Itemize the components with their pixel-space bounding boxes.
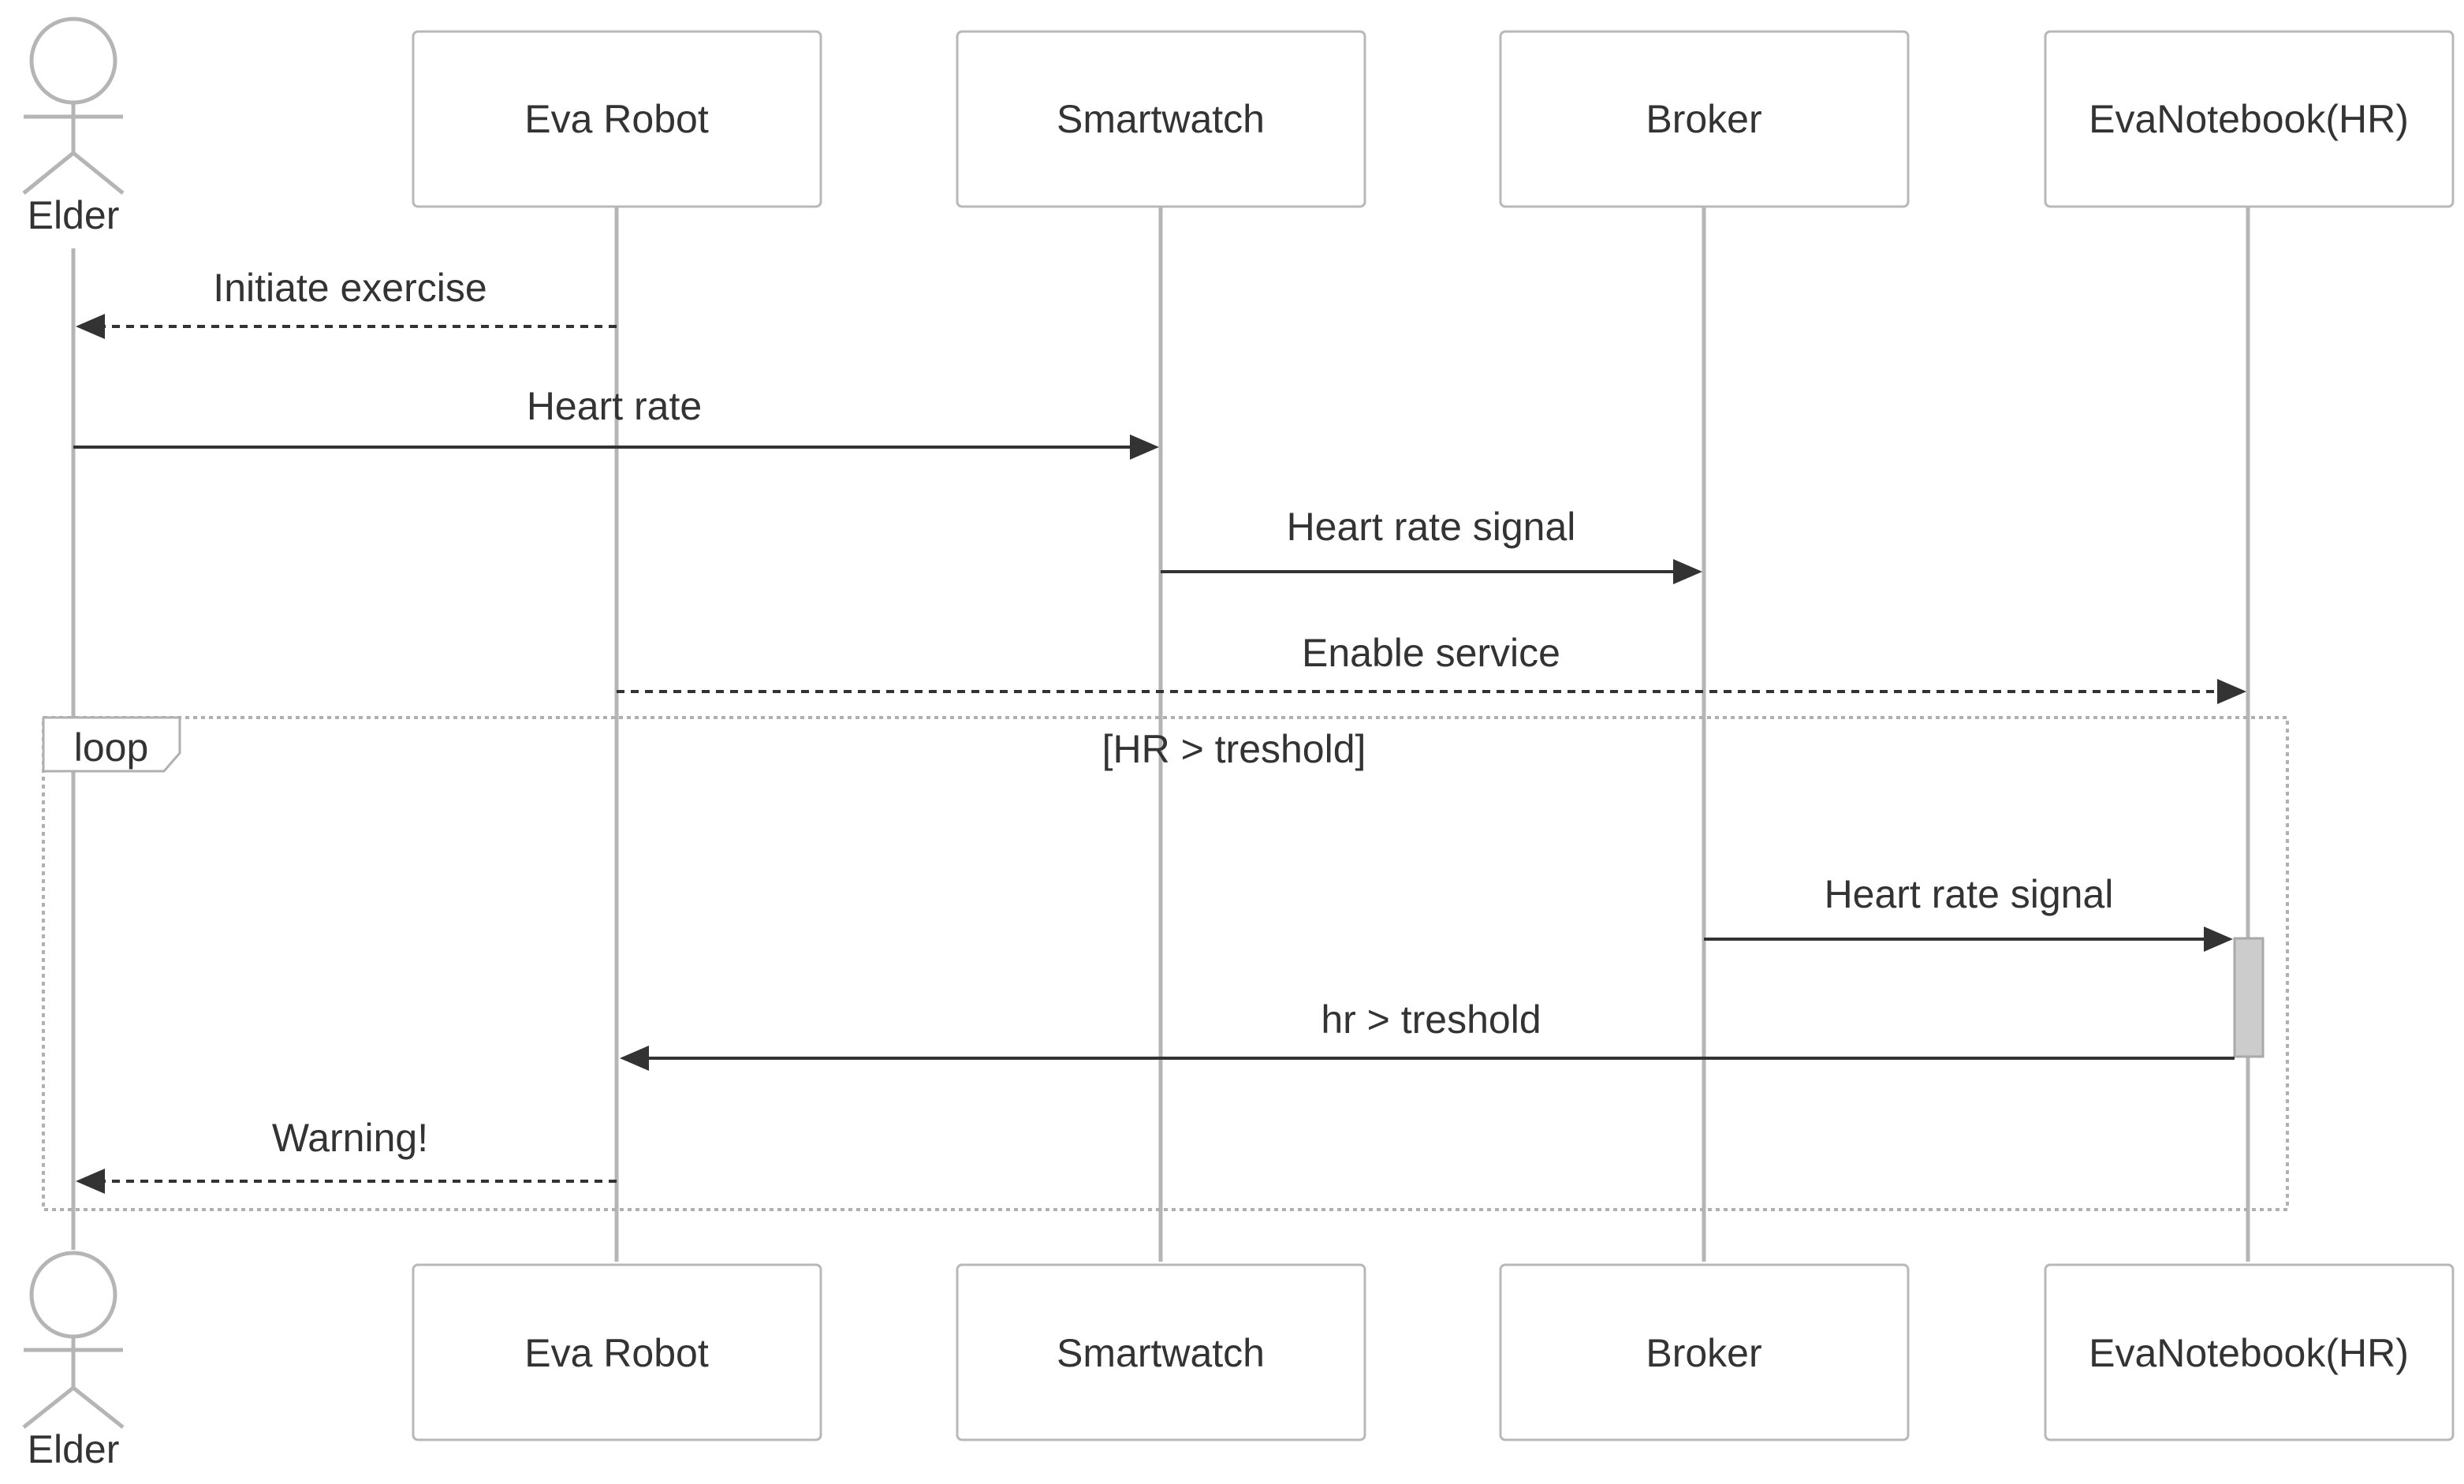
message-initiate-exercise: Initiate exercise <box>76 266 617 339</box>
participants-top: Elder Eva Robot Smartwatch Broker EvaNot… <box>22 17 2455 237</box>
actor-head <box>29 17 117 105</box>
participant-label-smartwatch-top: Smartwatch <box>1057 97 1265 141</box>
actor-left-leg <box>22 1386 75 1429</box>
actor-elder-top: Elder <box>22 17 125 237</box>
participant-box-eva-robot-top: Eva Robot <box>412 30 822 208</box>
actor-label-elder-top: Elder <box>28 193 120 237</box>
message-heart-rate-signal-1: Heart rate signal <box>1161 505 1702 584</box>
message-hr-threshold: hr > treshold <box>620 997 2235 1071</box>
message-label-enable-service: Enable service <box>1302 631 1560 675</box>
participant-label-eva-notebook-bottom: EvaNotebook(HR) <box>2089 1331 2409 1375</box>
arrowhead-right <box>1130 434 1159 460</box>
participant-label-broker-bottom: Broker <box>1646 1331 1761 1375</box>
actor-right-leg <box>72 1386 125 1429</box>
participant-box-smartwatch-top: Smartwatch <box>956 30 1366 208</box>
box-frame <box>2044 30 2455 208</box>
box-frame <box>1499 1263 1910 1441</box>
message-heart-rate: Heart rate <box>73 384 1159 460</box>
activation-bar-eva-notebook <box>2233 937 2265 1058</box>
message-label-heart-rate: Heart rate <box>527 384 702 428</box>
loop-tab <box>42 716 181 773</box>
participant-label-eva-notebook-top: EvaNotebook(HR) <box>2089 97 2409 141</box>
arrowhead-right <box>2204 927 2233 952</box>
loop-condition: [HR > treshold] <box>1102 727 1366 771</box>
message-heart-rate-signal-2: Heart rate signal <box>1704 872 2233 952</box>
arrowhead-right <box>2217 679 2246 704</box>
box-frame <box>1499 30 1910 208</box>
participant-box-eva-notebook-top: EvaNotebook(HR) <box>2044 30 2455 208</box>
actor-label-elder-bottom: Elder <box>28 1427 120 1471</box>
participant-label-smartwatch-bottom: Smartwatch <box>1057 1331 1265 1375</box>
arrowhead-left <box>76 314 105 339</box>
actor-elder-bottom: Elder <box>22 1251 125 1471</box>
actor-left-leg <box>22 151 75 195</box>
loop-frame: loop [HR > treshold] <box>42 716 2289 1211</box>
message-label-warning: Warning! <box>272 1116 428 1160</box>
arrowhead-right <box>1673 559 1702 584</box>
participant-box-eva-robot-bottom: Eva Robot <box>412 1263 822 1441</box>
participant-label-eva-robot-top: Eva Robot <box>524 97 709 141</box>
box-frame <box>412 1263 822 1441</box>
actor-head <box>29 1251 117 1339</box>
box-frame <box>2044 1263 2455 1441</box>
participant-box-broker-bottom: Broker <box>1499 1263 1910 1441</box>
message-enable-service: Enable service <box>617 631 2246 704</box>
participant-box-eva-notebook-bottom: EvaNotebook(HR) <box>2044 1263 2455 1441</box>
box-frame <box>412 30 822 208</box>
loop-label: loop <box>74 725 149 770</box>
message-label-heart-rate-signal-1: Heart rate signal <box>1287 505 1576 549</box>
arrowhead-left <box>76 1169 105 1194</box>
loop-frame-border <box>42 716 2289 1211</box>
messages: Initiate exercise Heart rate Heart rate … <box>73 266 2246 1194</box>
participants-bottom: Elder Eva Robot Smartwatch Broker EvaNot… <box>22 1251 2455 1471</box>
participant-label-eva-robot-bottom: Eva Robot <box>524 1331 709 1375</box>
message-label-initiate-exercise: Initiate exercise <box>213 266 486 310</box>
box-frame <box>956 1263 1366 1441</box>
participant-box-smartwatch-bottom: Smartwatch <box>956 1263 1366 1441</box>
actor-right-leg <box>72 151 125 195</box>
arrowhead-left <box>620 1046 649 1071</box>
message-label-hr-threshold: hr > treshold <box>1321 997 1541 1042</box>
message-warning: Warning! <box>76 1116 617 1194</box>
participant-box-broker-top: Broker <box>1499 30 1910 208</box>
lifelines <box>71 207 2250 1262</box>
participant-label-broker-top: Broker <box>1646 97 1761 141</box>
box-frame <box>956 30 1366 208</box>
message-label-heart-rate-signal-2: Heart rate signal <box>1825 872 2114 916</box>
